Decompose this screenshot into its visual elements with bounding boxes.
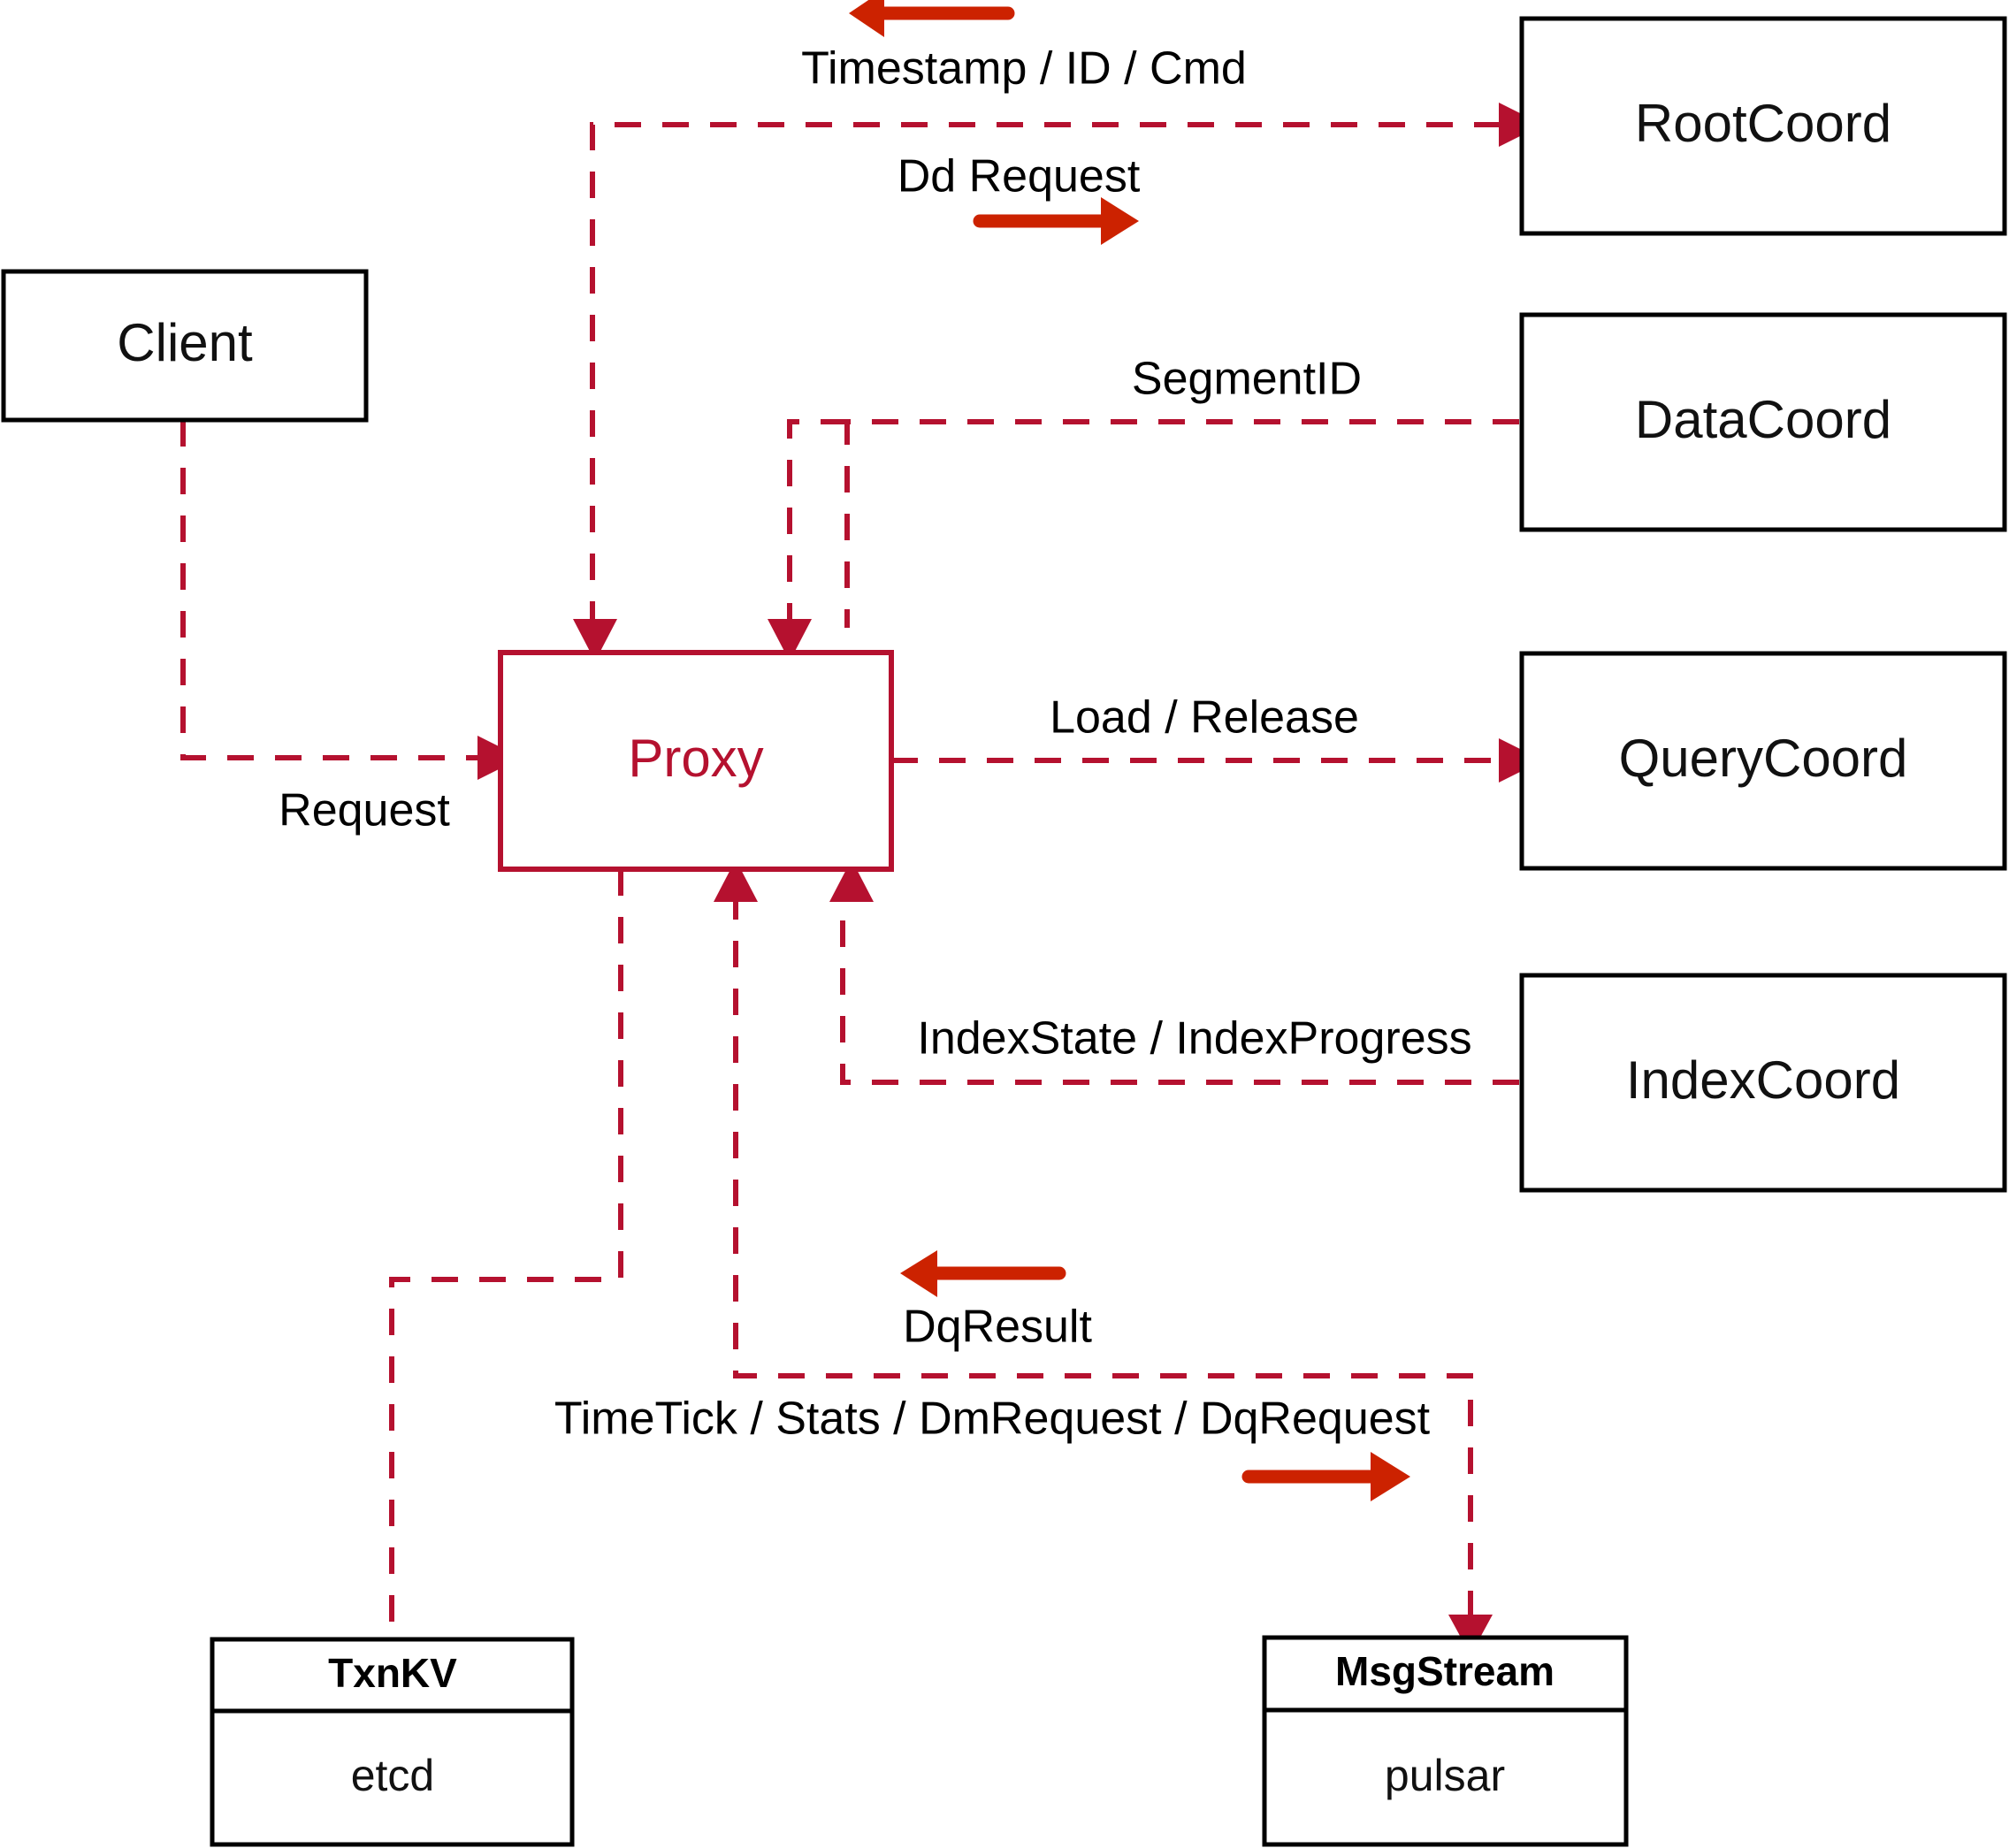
edge-line-segment-id-drop: [787, 419, 847, 628]
node-client[interactable]: Client: [1, 269, 369, 423]
edge-label-index-state: IndexState / IndexProgress: [917, 1013, 1471, 1065]
edge-line-txnkv: [389, 869, 623, 1638]
arrowhead-segmentid-to-proxy: [768, 619, 812, 661]
node-client-label: Client: [117, 313, 253, 372]
edge-line-request: [180, 420, 477, 760]
node-datacoord-label: DataCoord: [1635, 390, 1891, 449]
arrowhead-indexstate-to-proxy: [829, 859, 874, 902]
node-indexcoord-label: IndexCoord: [1626, 1050, 1900, 1110]
edge-line-index-state: [840, 893, 1519, 1085]
node-datacoord[interactable]: DataCoord: [1519, 312, 2007, 532]
node-rootcoord[interactable]: RootCoord: [1519, 16, 2007, 236]
edge-label-load-release: Load / Release: [1050, 692, 1359, 744]
node-msgstream-sublabel: pulsar: [1385, 1751, 1505, 1800]
node-txnkv-label: TxnKV: [328, 1650, 457, 1696]
edge-label-timestamp-id-cmd: Timestamp / ID / Cmd: [801, 43, 1247, 95]
solid-arrowhead-timestamp: [849, 0, 884, 37]
edge-line-segment-id: [844, 419, 1519, 628]
node-indexcoord[interactable]: IndexCoord: [1519, 973, 2007, 1193]
edge-line-dd-request: [590, 122, 1499, 628]
arrowhead-msgstream: [1448, 1615, 1493, 1655]
node-proxy[interactable]: Proxy: [498, 650, 894, 872]
node-msgstream-label: MsgStream: [1335, 1648, 1554, 1694]
node-txnkv-sublabel: etcd: [351, 1751, 435, 1800]
edge-line-msgstream: [733, 893, 1473, 1615]
solid-arrowhead-dd-request: [1101, 197, 1139, 245]
solid-arrowhead-dqresult: [900, 1250, 937, 1297]
node-rootcoord-label: RootCoord: [1635, 94, 1891, 153]
edge-label-request: Request: [279, 785, 450, 836]
arrowhead-rootcoord-to-proxy: [573, 619, 617, 661]
node-querycoord[interactable]: QueryCoord: [1519, 651, 2007, 871]
node-txnkv[interactable]: TxnKV etcd: [210, 1637, 575, 1847]
node-querycoord-label: QueryCoord: [1619, 729, 1908, 788]
node-msgstream[interactable]: MsgStream pulsar: [1262, 1635, 1629, 1847]
solid-arrowhead-timetick: [1371, 1452, 1410, 1501]
node-proxy-label: Proxy: [628, 729, 763, 788]
edge-label-dd-request: Dd Request: [898, 151, 1141, 202]
edge-label-timetick-stats: TimeTick / Stats / DmRequest / DqRequest: [554, 1394, 1431, 1445]
arrowhead-dqresult-to-proxy: [714, 859, 758, 902]
edge-label-dq-result: DqResult: [903, 1302, 1092, 1353]
edge-label-segment-id: SegmentID: [1132, 354, 1362, 405]
